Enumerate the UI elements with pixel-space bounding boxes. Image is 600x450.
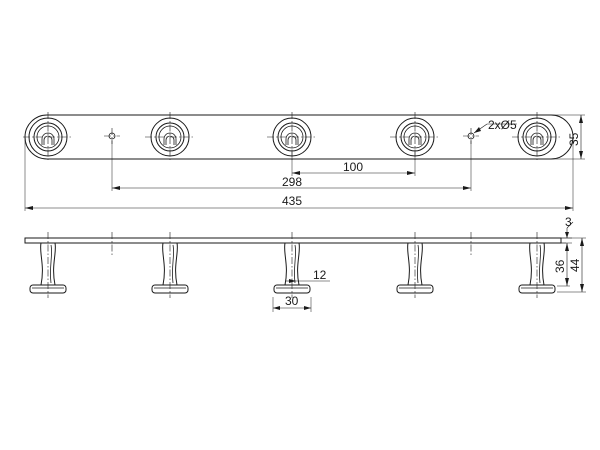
- hole-spacing-dimension-label: 298: [282, 175, 302, 189]
- rail-height-dimension-line: [550, 114, 585, 160]
- hook-profile-side: [396, 232, 434, 298]
- hook-length-dimension-label: 36: [553, 259, 567, 273]
- hook-profile-side: [29, 232, 67, 298]
- hook-knobs-top: [23, 112, 562, 162]
- neck-width-dimension-label: 12: [313, 268, 327, 282]
- overall-length-dimension-label: 435: [282, 194, 302, 208]
- overall-length-dimension-line: [24, 140, 574, 211]
- side-view: [24, 232, 562, 298]
- overall-depth-dimension-line: [557, 237, 586, 293]
- hook-profiles-side: [29, 232, 556, 298]
- hook-length-dimension-line: [557, 242, 570, 287]
- hook-profile-side: [273, 232, 311, 298]
- pitch-dimension-line: [291, 152, 416, 176]
- neck-width-dimension-line: [286, 279, 330, 283]
- foot-width-dimension-line: [272, 297, 312, 312]
- foot-width-dimension-label: 30: [285, 294, 299, 308]
- hook-knob-top: [512, 112, 562, 162]
- hole-callout-label: 2xØ5: [488, 118, 517, 132]
- hole-callout-leader: [473, 123, 517, 134]
- hook-profile-side: [151, 232, 189, 298]
- hook-profile-side: [518, 232, 556, 298]
- plate-thickness-dimension-label: 3: [565, 215, 572, 229]
- rail-height-dimension-label: 35: [567, 132, 581, 146]
- back-plate-side: [24, 237, 562, 244]
- overall-depth-dimension-label: 44: [568, 258, 582, 272]
- hook-knob-top: [145, 112, 195, 162]
- hook-knob-top: [23, 112, 73, 162]
- pitch-dimension-label: 100: [343, 160, 363, 174]
- hole-spacing-dimension-line: [111, 140, 472, 191]
